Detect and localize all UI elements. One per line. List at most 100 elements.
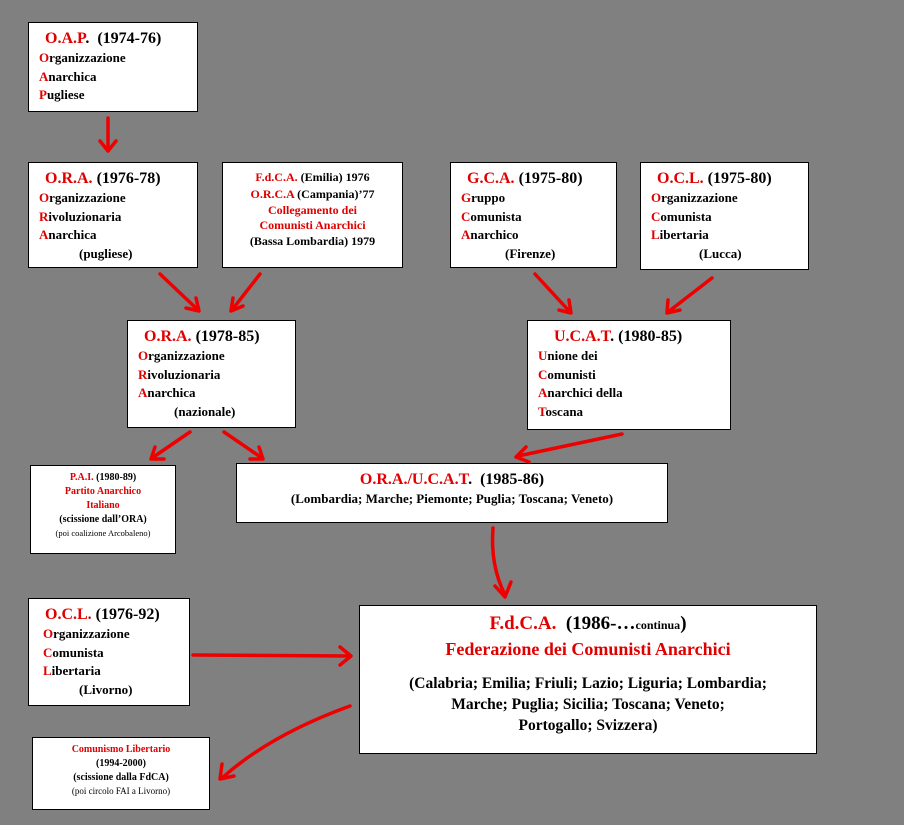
regions-line: (Calabria; Emilia; Friuli; Lazio; Liguri… [409,675,767,692]
line: (scissione dalla FdCA) [73,772,169,783]
node-title: O.C.L. (1975-80) [651,169,808,189]
arrow-ucat-to-ora-ucat [514,432,624,464]
line: Pugliese [39,87,85,102]
arrow-fdca-to-comlib [218,704,352,781]
arrow-ora-ucat-to-fdca [490,526,513,599]
dot: . [85,30,90,47]
line: Anarchico [461,227,519,242]
arrow-ocl-livorno-to-fdca [191,645,353,667]
node-title: U.C.A.T. (1980-85) [538,327,730,347]
years: (1986-… [565,613,636,634]
years: (1976-92) [95,606,160,623]
note: (Lucca) [699,245,742,261]
note: (Firenze) [505,245,556,261]
arrow-oap-to-ora1 [98,116,118,153]
node-title: O.R.A. (1978-85) [138,327,295,347]
abbr: O.R.A. [144,328,192,345]
node-comunismo-libertario: Comunismo Libertario (1994-2000) (scissi… [32,737,210,810]
line: P.A.I. (1980-89) [69,472,137,483]
title: Comunismo Libertario [71,744,171,755]
line: Libertaria [651,227,709,242]
years: (1974-76) [97,30,162,47]
note: (pugliese) [79,245,133,261]
arrow-ocl-lucca-to-ucat [665,276,714,315]
line: Comunista [43,644,104,660]
line: Organizzazione [43,626,130,641]
full-name: Federazione dei Comunisti Anarchici [445,639,731,659]
line: Comunista [651,208,712,224]
node-pai: P.A.I. (1980-89) Partito Anarchico Itali… [30,465,176,554]
abbr: G.C.A. [467,170,515,187]
note: (Livorno) [79,681,133,697]
node-gca: G.C.A. (1975-80) Gruppo Comunista Anarch… [450,162,617,268]
node-title: F.d.C.A. (1986-…continua) [489,613,687,634]
line: Anarchici della [538,385,623,400]
line: Toscana [538,403,584,419]
line: F.d.C.A. (Emilia) 1976 [255,170,370,184]
line: (poi circolo FAI a Livorno) [71,786,171,796]
abbr: O.C.L. [45,606,92,623]
node-title: O.R.A./U.C.A.T. (1985-86) [237,470,667,490]
node-title: O.A.P. (1974-76) [39,29,197,49]
line: (Bassa Lombardia) 1979 [249,234,376,248]
node-ora-ucat: O.R.A./U.C.A.T. (1985-86) (Lombardia; Ma… [236,463,668,523]
dot: . [610,328,615,345]
node-ora-nazionale: O.R.A. (1978-85) Organizzazione Rivoluzi… [127,320,296,428]
line: Comunista [461,208,522,224]
abbr: O.A.P [45,30,86,47]
abbr: O.R.A./U.C.A.T [359,471,469,488]
node-title: O.R.A. (1976-78) [39,169,197,189]
arrow-ora1-to-ora2 [158,272,201,313]
arrow-ora2-to-ora-ucat [222,430,265,461]
line: Organizzazione [39,190,126,205]
line: Comunisti Anarchici [259,218,366,232]
node-ucat: U.C.A.T. (1980-85) Unione dei Comunisti … [527,320,731,430]
note: (nazionale) [174,403,236,419]
arrow-gca-to-ucat [533,272,573,315]
line: O.R.C.A (Campania)’77 [250,187,375,201]
node-title: G.C.A. (1975-80) [461,169,616,189]
regions-line: Portogallo; Svizzera) [518,717,658,734]
years: (1976-78) [96,170,161,187]
regions: (Lombardia; Marche; Piemonte; Puglia; To… [290,491,614,506]
node-oap: O.A.P. (1974-76) Organizzazione Anarchic… [28,22,198,112]
line: Rivoluzionaria [138,366,221,382]
abbr: U.C.A.T [554,328,611,345]
line: Anarchica [138,385,196,400]
line: Anarchica [39,68,97,84]
line: Organizzazione [39,50,126,65]
arrow-fdca-to-ora2 [229,272,262,313]
line: (scissione dall’ORA) [59,514,147,525]
line: Unione dei [538,348,598,363]
years: (1994-2000) [96,758,146,769]
line: Partito Anarchico [64,486,142,497]
years: (1985-86) [480,471,545,488]
years: (1975-80) [518,170,583,187]
line: Libertaria [43,663,101,678]
line: (poi coalizione Arcobaleno) [55,528,151,538]
line: Anarchica [39,227,97,242]
node-fdca-main: F.d.C.A. (1986-…continua) Federazione de… [359,605,817,754]
years: (1978-85) [195,328,260,345]
abbr: O.C.L. [657,170,704,187]
regions-line: Marche; Puglia; Sicilia; Toscana; Veneto… [451,696,725,713]
arrow-ora2-to-pai [149,430,192,461]
line: Italiano [86,500,120,511]
line: Gruppo [461,190,506,205]
line: Rivoluzionaria [39,208,122,224]
line: Organizzazione [651,190,738,205]
dot: . [468,471,473,488]
node-fdca-emilia-orca-collegamento: F.d.C.A. (Emilia) 1976 O.R.C.A (Campania… [222,162,403,268]
node-ocl-livorno: O.C.L. (1976-92) Organizzazione Comunist… [28,598,190,706]
node-ora-1976: O.R.A. (1976-78) Organizzazione Rivoluzi… [28,162,198,268]
years: (1975-80) [707,170,772,187]
line: Organizzazione [138,348,225,363]
abbr: F.d.C.A. [489,613,557,634]
abbr: O.R.A. [45,170,93,187]
continua: continua [635,618,681,632]
node-title: O.C.L. (1976-92) [43,605,189,625]
node-ocl-lucca: O.C.L. (1975-80) Organizzazione Comunist… [640,162,809,270]
years: (1980-85) [618,328,683,345]
line: Collegamento dei [268,203,357,217]
